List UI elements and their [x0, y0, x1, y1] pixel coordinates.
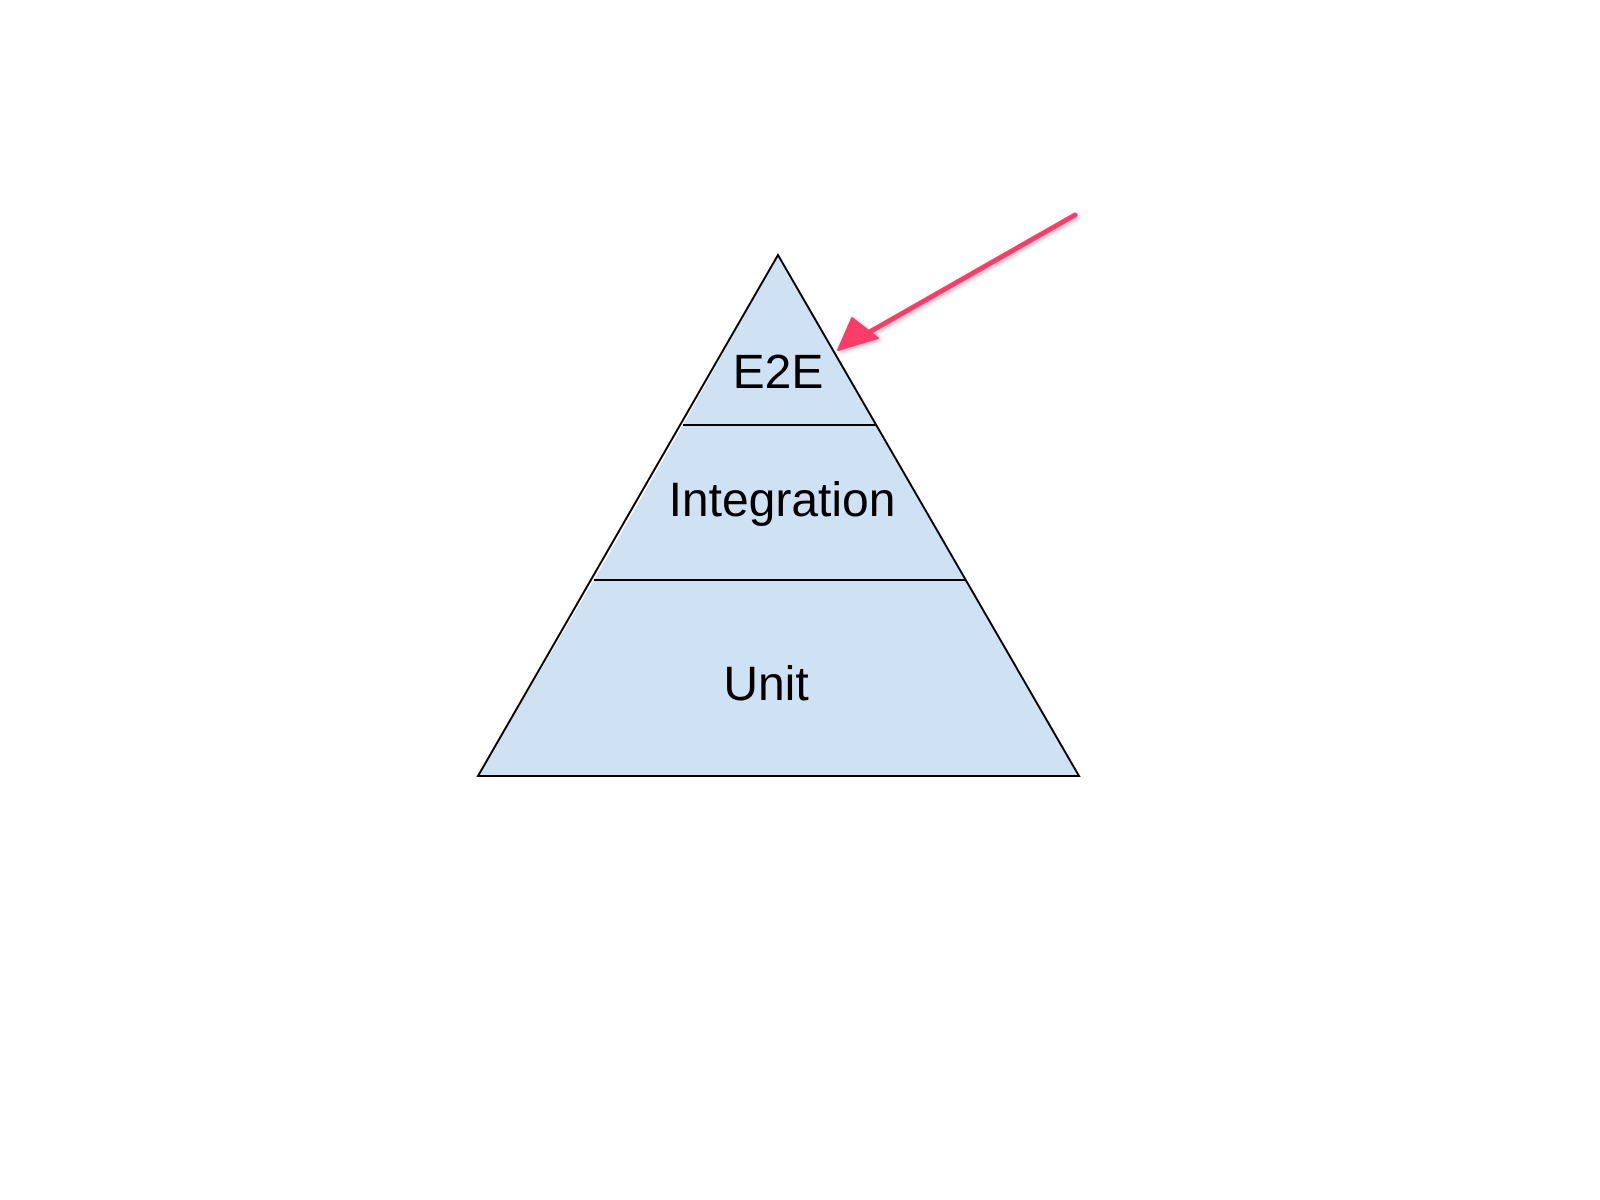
- pyramid: [476, 252, 1081, 777]
- tier-label-unit: Unit: [723, 658, 808, 711]
- tier-label-e2e: E2E: [733, 346, 824, 399]
- arrow-shaft: [863, 212, 1078, 337]
- tier-label-integration: Integration: [669, 474, 896, 527]
- arrow-head: [837, 317, 879, 351]
- pyramid-outline: [476, 252, 1081, 777]
- pyramid-tier-integration: [594, 425, 966, 580]
- pyramid-tier-e2e: [683, 255, 877, 425]
- pyramid-tier-unit: [478, 580, 1079, 776]
- arrow-icon: [837, 212, 1078, 351]
